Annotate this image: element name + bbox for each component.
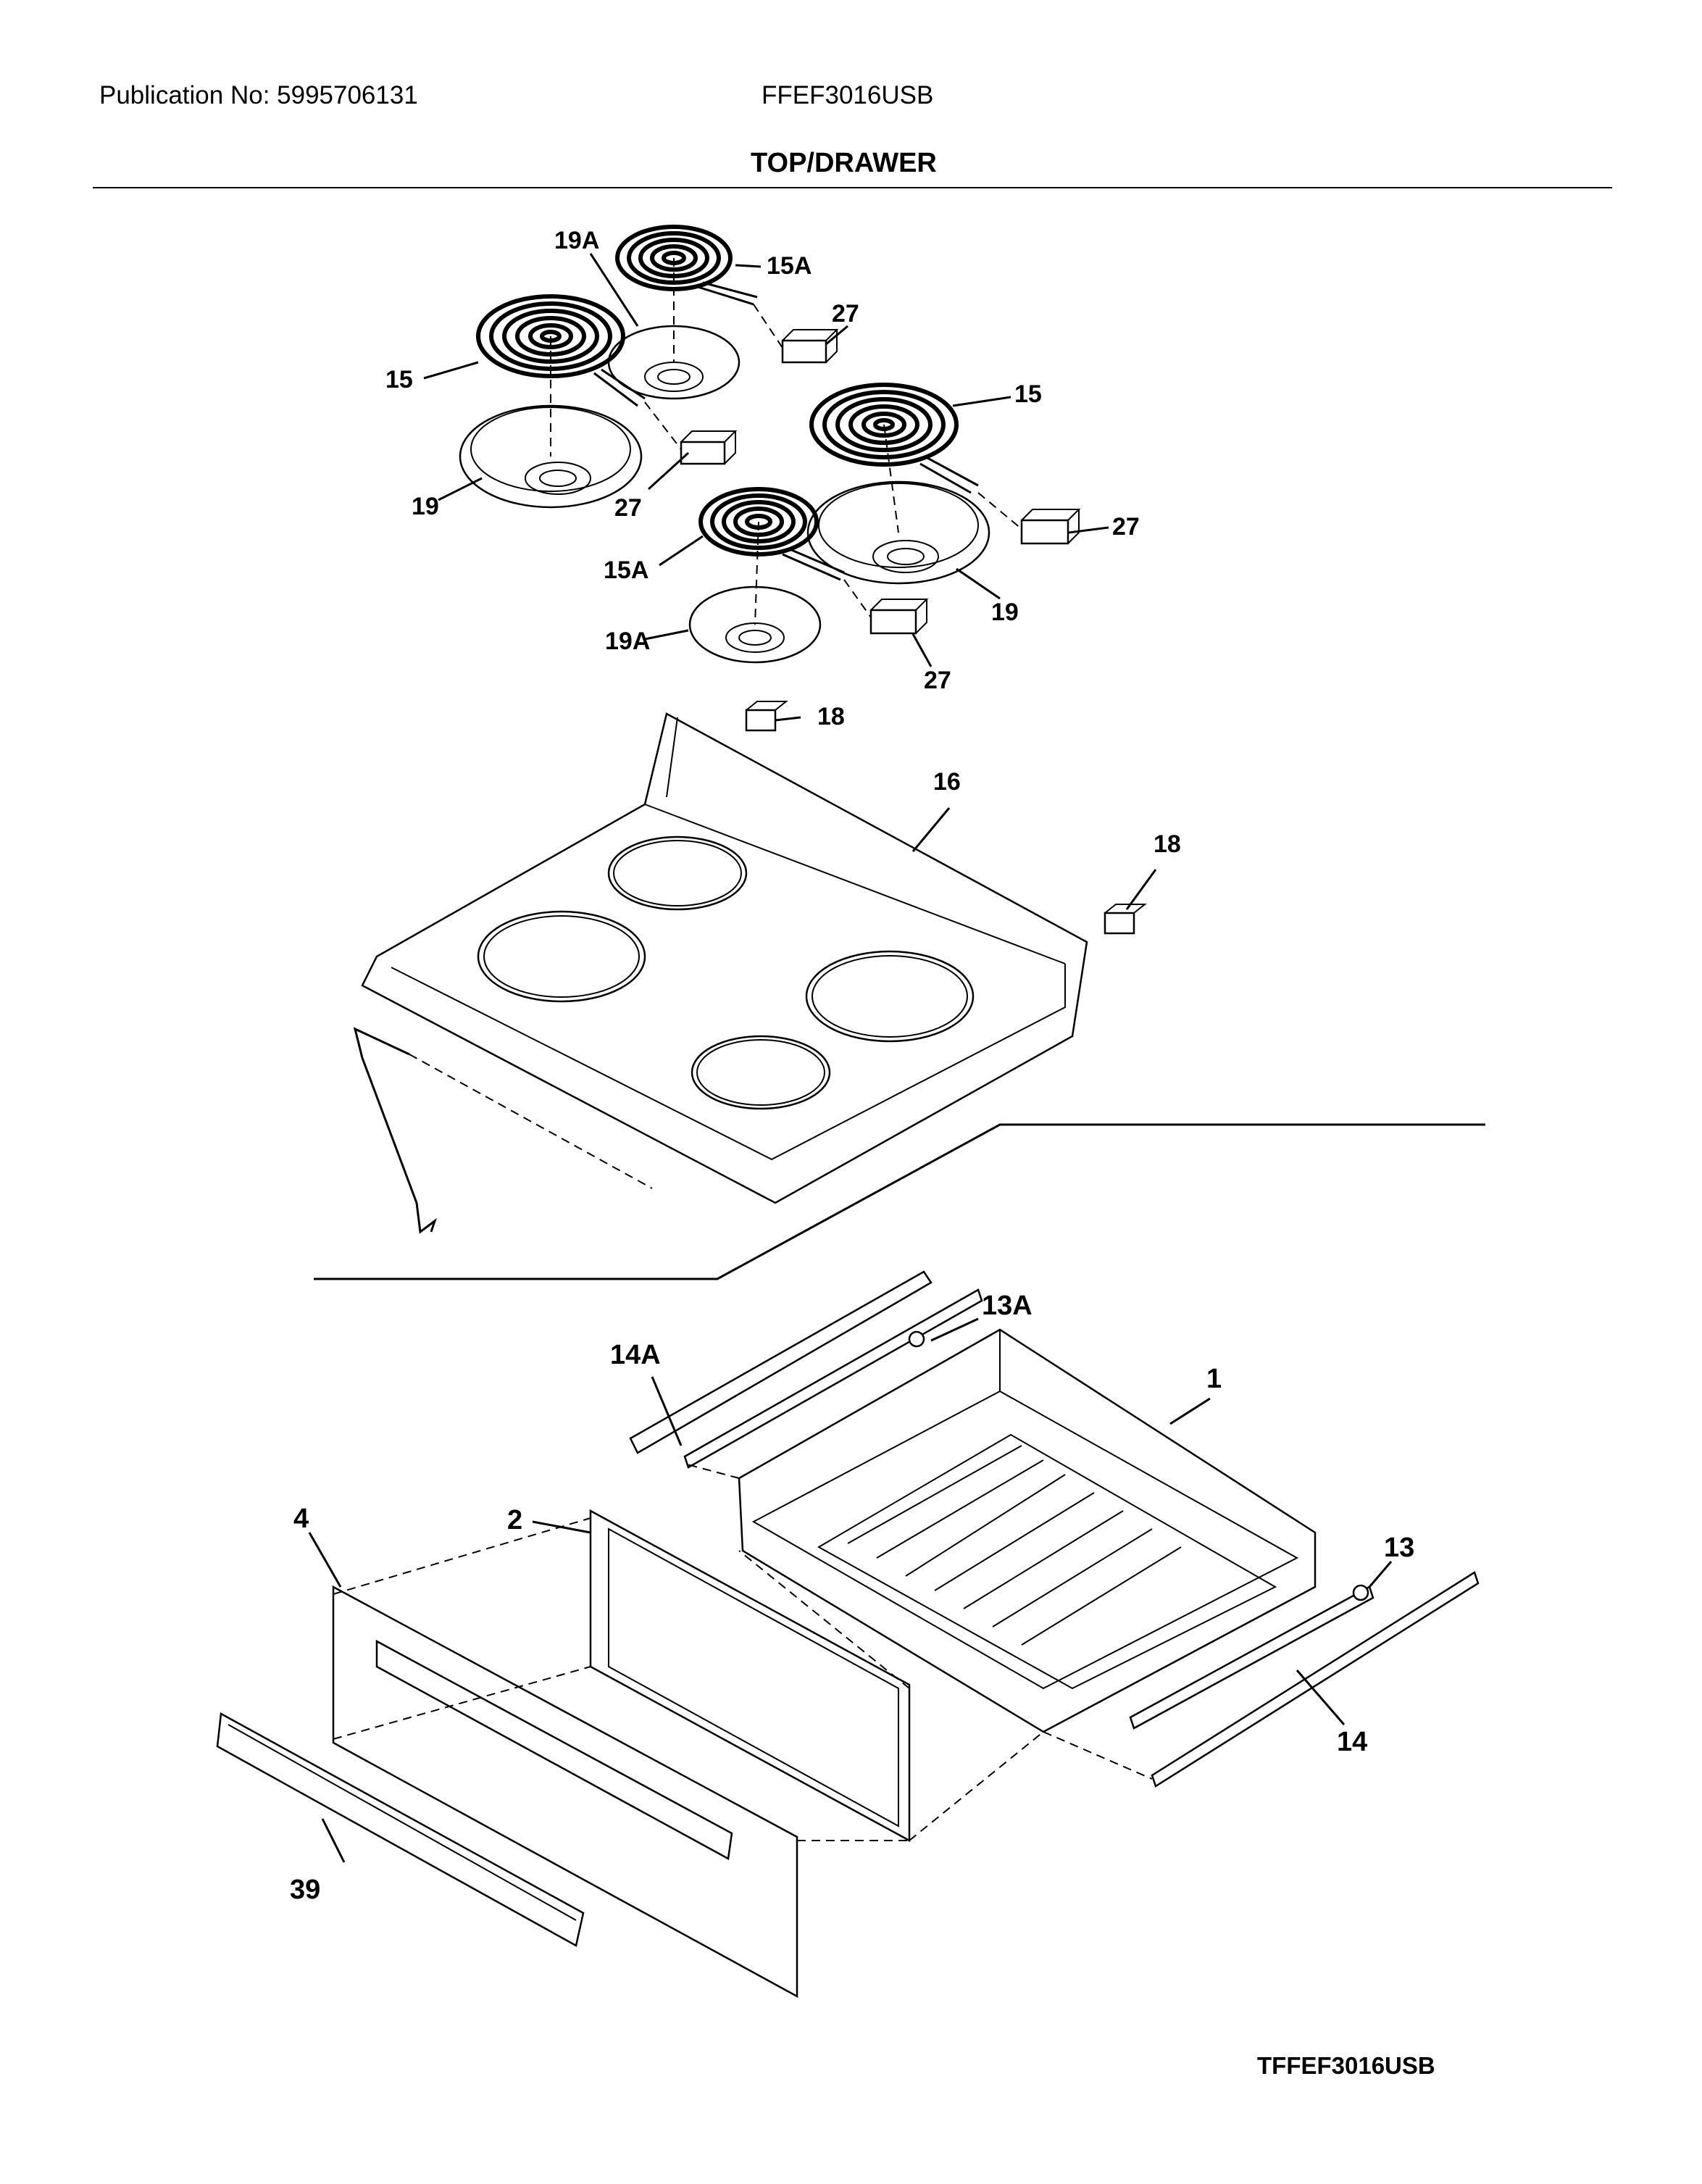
callout-2: 2 — [507, 1505, 522, 1535]
receptacle-block-b — [680, 430, 738, 465]
drawer-front-panel — [332, 1585, 798, 1998]
leader-lines — [308, 253, 1393, 1863]
surface-element-large-right — [809, 383, 979, 494]
section-title: TOP/DRAWER — [751, 148, 937, 178]
drawer-handle-trim — [216, 1712, 585, 1947]
callout-4: 4 — [293, 1504, 309, 1534]
top-bracket-b — [1104, 904, 1147, 935]
callout-27-c: 27 — [1112, 513, 1140, 541]
support-rod — [353, 1027, 653, 1234]
callout-27-b: 27 — [614, 494, 642, 522]
surface-element-large-left — [476, 294, 646, 407]
receptacle-block-d — [869, 599, 929, 635]
callout-14: 14 — [1337, 1727, 1367, 1757]
callout-15-right: 15 — [1014, 380, 1042, 408]
callout-27-d: 27 — [924, 667, 951, 694]
slide-rail-right — [1129, 1571, 1480, 1788]
callout-16: 16 — [933, 768, 961, 796]
callout-19-right: 19 — [991, 599, 1019, 626]
callout-14a: 14A — [610, 1340, 661, 1370]
main-top-panel — [361, 712, 1088, 1204]
callout-15a-top: 15A — [767, 252, 812, 280]
receptacle-block-c — [1020, 509, 1081, 545]
callout-27-a: 27 — [832, 300, 859, 328]
callout-39: 39 — [290, 1875, 320, 1905]
publication-number: Publication No: 5995706131 — [99, 81, 418, 109]
callout-13: 13 — [1384, 1533, 1414, 1563]
callout-15-left: 15 — [385, 366, 413, 393]
model-number: FFEF3016USB — [762, 81, 934, 109]
drawer-body — [738, 1328, 1317, 1733]
callout-13a: 13A — [982, 1291, 1033, 1321]
callout-15a-bottom: 15A — [604, 557, 648, 584]
callout-18-a: 18 — [817, 703, 845, 730]
callout-19a-top: 19A — [554, 227, 599, 254]
header-divider — [93, 187, 1612, 188]
callout-19a-bottom: 19A — [605, 628, 650, 655]
callout-18-b: 18 — [1154, 830, 1181, 858]
diagram-code: TFFEF3016USB — [1257, 2052, 1435, 2079]
top-bracket-a — [745, 701, 788, 732]
section-separator — [314, 1123, 1485, 1280]
callout-1: 1 — [1206, 1364, 1222, 1394]
callout-19-left: 19 — [412, 493, 439, 520]
slide-rail-left — [629, 1270, 983, 1469]
receptacle-block-a — [781, 329, 839, 364]
